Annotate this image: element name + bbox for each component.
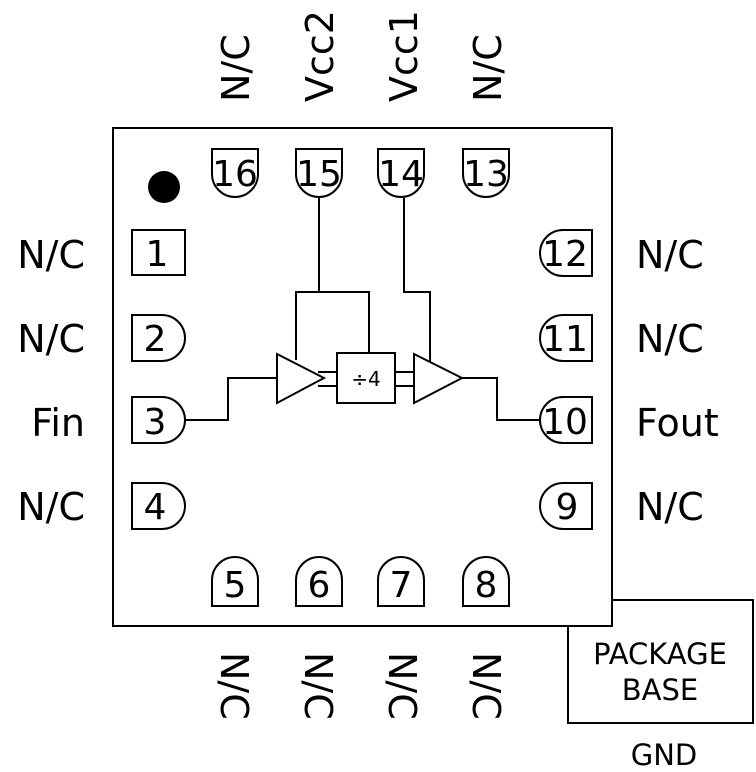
- pin-15-number: 15: [296, 154, 342, 195]
- output-amplifier: [413, 352, 465, 405]
- pin-12-label: N/C: [636, 233, 704, 277]
- pin-15-label: Vcc2: [298, 10, 342, 102]
- pin-6-pad: [295, 556, 343, 607]
- pin-7-pad: [377, 556, 425, 607]
- divider-label: ÷4: [351, 367, 380, 391]
- pin-4-number: 4: [144, 487, 167, 528]
- pin-3-label: Fin: [31, 401, 85, 445]
- pin-5-pad: [211, 556, 259, 607]
- pin-1-label: N/C: [17, 233, 85, 277]
- internal-wiring: [185, 198, 540, 421]
- pin-14-pad: [377, 148, 425, 198]
- pin-13-number: 13: [463, 154, 509, 195]
- pin-16-label: N/C: [214, 34, 258, 102]
- pin-10-number: 10: [542, 402, 588, 443]
- pin-1-number: 1: [146, 234, 169, 275]
- pin-10-pad: [539, 396, 593, 444]
- pin-9-label: N/C: [636, 485, 704, 529]
- package-base-line2: BASE: [622, 673, 698, 707]
- pin-7-number: 7: [390, 565, 413, 606]
- pin-11-pad: [539, 314, 593, 362]
- pin-1-pad: [131, 229, 186, 276]
- pin-2-number: 2: [144, 319, 167, 360]
- pin-8-label: N/C: [464, 652, 508, 720]
- pin-13-pad: [462, 148, 510, 198]
- pin-11-label: N/C: [636, 317, 704, 361]
- pin-16-number: 16: [212, 154, 258, 195]
- input-amplifier: [276, 352, 327, 405]
- pin-2-pad: [131, 314, 186, 362]
- pin-6-number: 6: [308, 565, 331, 606]
- pin-11-number: 11: [542, 319, 588, 360]
- pin-9-pad: [539, 482, 593, 530]
- pin-9-number: 9: [556, 487, 579, 528]
- pin-12-number: 12: [542, 234, 588, 275]
- package-base-line1: PACKAGE: [593, 637, 727, 671]
- pin1-indicator-dot: [148, 171, 180, 203]
- pin-14-label: Vcc1: [382, 10, 426, 102]
- pin-6-label: N/C: [296, 652, 340, 720]
- pin-16-pad: [211, 148, 259, 198]
- pin-2-label: N/C: [17, 317, 85, 361]
- divider-block: [336, 352, 396, 404]
- pin-3-pad: [131, 396, 186, 444]
- pin-4-pad: [131, 482, 186, 530]
- pin-12-pad: [539, 229, 593, 277]
- pin-7-label: N/C: [380, 652, 424, 720]
- gnd-label: GND: [631, 738, 698, 772]
- pin-14-number: 14: [378, 154, 424, 195]
- pin-4-label: N/C: [17, 485, 85, 529]
- pin-5-label: N/C: [212, 652, 256, 720]
- pin-15-pad: [295, 148, 343, 198]
- pin-13-label: N/C: [466, 34, 510, 102]
- pin-8-number: 8: [475, 565, 498, 606]
- pin-8-pad: [462, 556, 510, 607]
- pin-10-label: Fout: [636, 401, 719, 445]
- pin-5-number: 5: [224, 565, 247, 606]
- pin-3-number: 3: [144, 402, 167, 443]
